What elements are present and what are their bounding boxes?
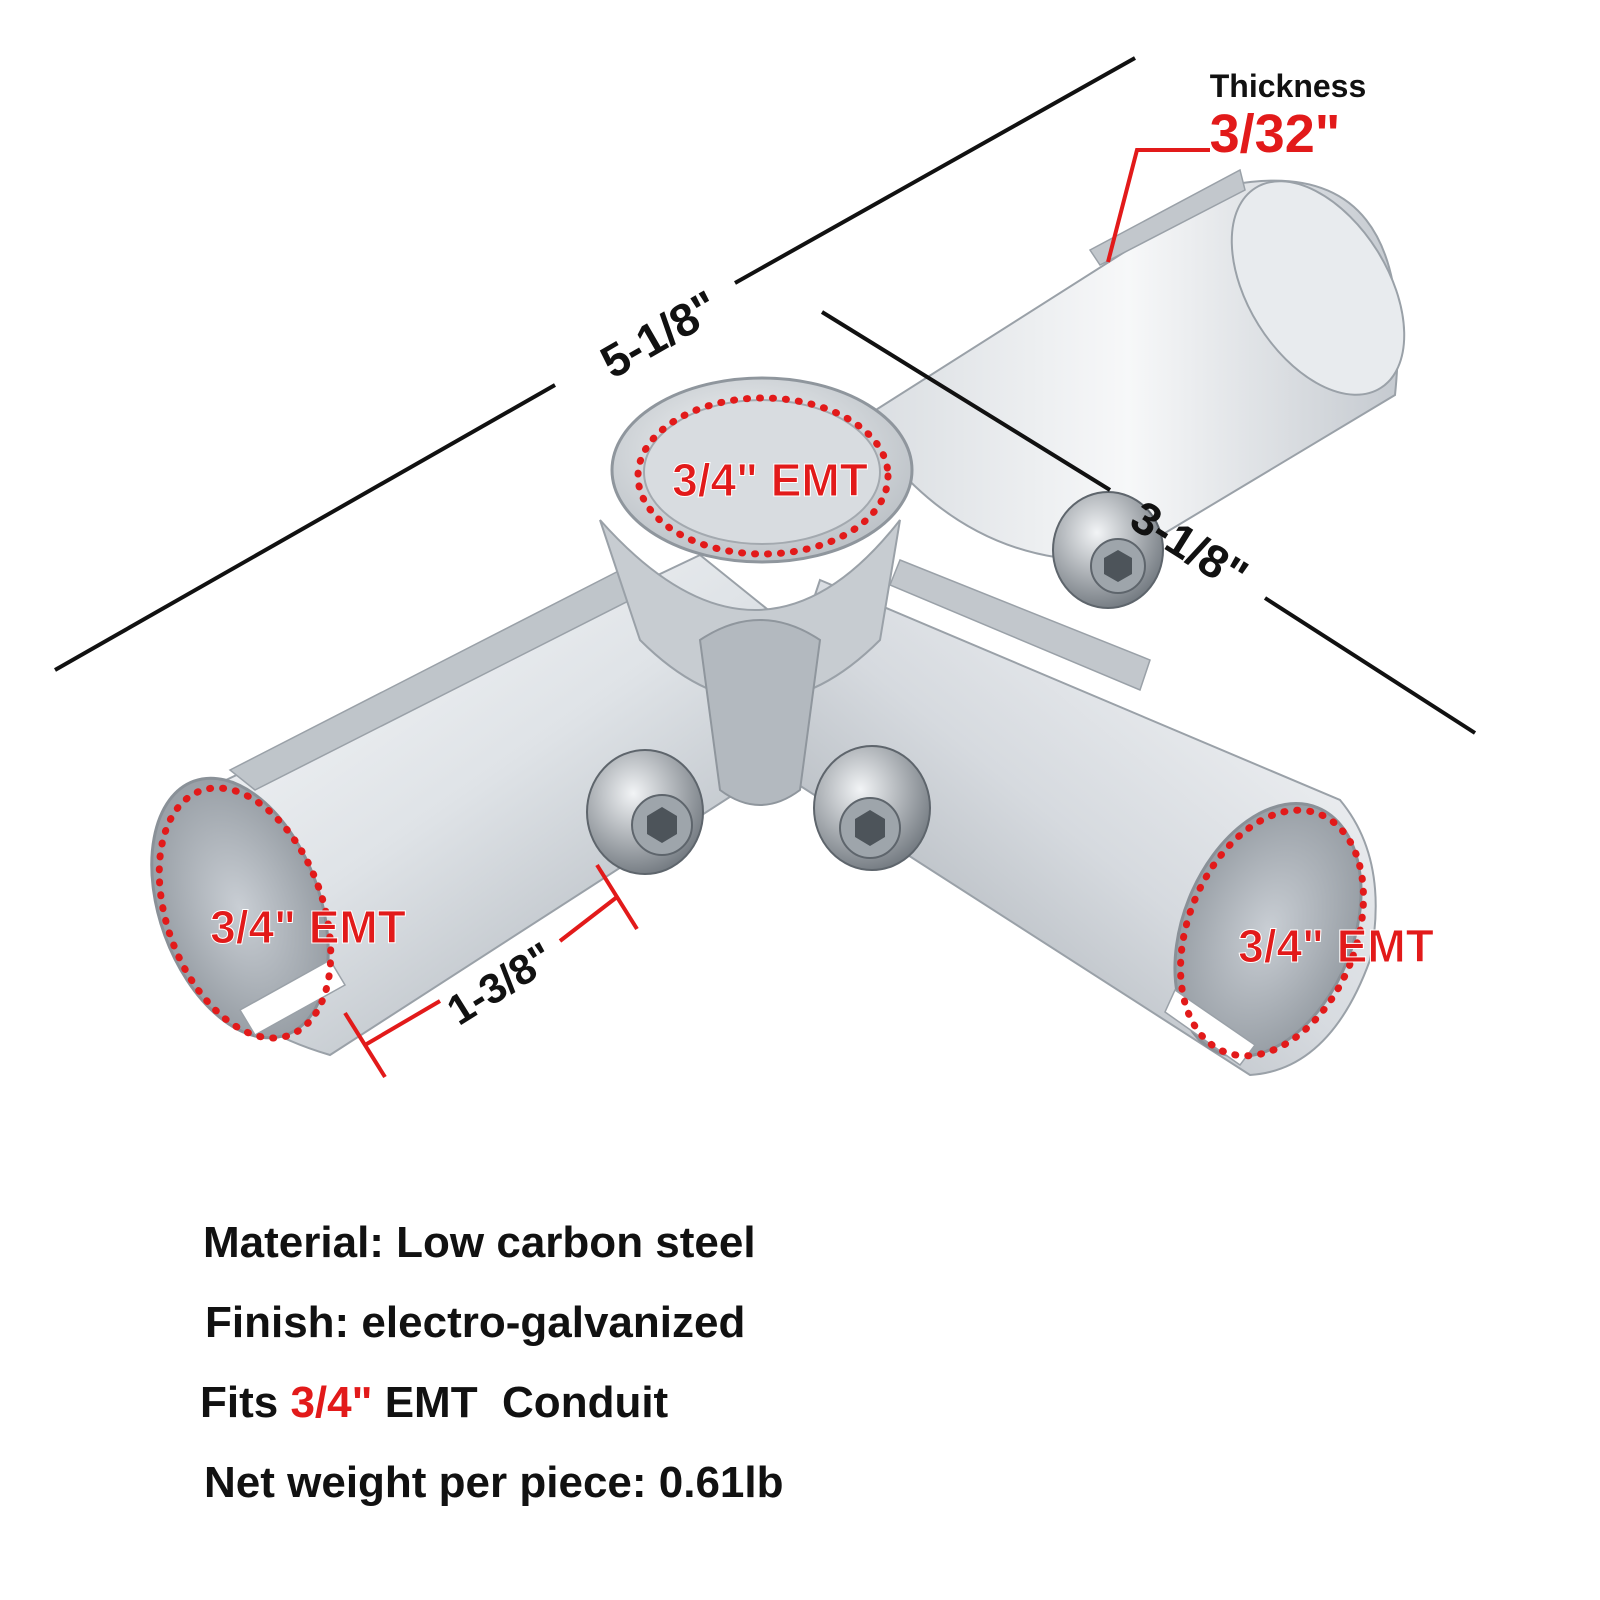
top-socket-outline bbox=[634, 394, 892, 558]
thickness-title: Thickness bbox=[1210, 68, 1367, 104]
rear-tube bbox=[858, 168, 1406, 562]
socket-depth-dimension bbox=[343, 863, 639, 1079]
overall-length-dimension bbox=[54, 56, 1136, 672]
thickness-value: 3/32" bbox=[1210, 104, 1341, 164]
right-socket-label: 3/4" EMT bbox=[1238, 920, 1434, 972]
spec-weight: Net weight per piece: 0.61lb bbox=[204, 1458, 784, 1507]
thickness-leader bbox=[1106, 148, 1210, 263]
overall-length-label: 5-1/8" bbox=[592, 280, 728, 388]
spec-material: Material: Low carbon steel bbox=[203, 1218, 756, 1267]
set-screw-front-right bbox=[813, 745, 931, 871]
right-socket-outline bbox=[1177, 806, 1367, 1060]
spec-fits-suffix: EMT Conduit bbox=[372, 1378, 669, 1427]
right-tube bbox=[758, 559, 1377, 1077]
spec-fits-prefix: Fits bbox=[200, 1378, 291, 1427]
spec-finish: Finish: electro-galvanized bbox=[205, 1298, 746, 1347]
tee-fitting-illustration bbox=[150, 168, 1406, 1077]
spec-fits-size: 3/4" bbox=[290, 1378, 373, 1427]
side-length-dimension bbox=[820, 310, 1477, 735]
center-hub bbox=[599, 376, 914, 806]
spec-fits: Fits 3/4" EMT Conduit bbox=[200, 1378, 1600, 1428]
left-socket-outline bbox=[155, 784, 335, 1042]
set-screw-front-left bbox=[586, 749, 704, 875]
top-socket-label: 3/4" EMT bbox=[672, 454, 868, 506]
set-screw-rear bbox=[1052, 491, 1164, 609]
left-socket-label: 3/4" EMT bbox=[210, 901, 406, 953]
